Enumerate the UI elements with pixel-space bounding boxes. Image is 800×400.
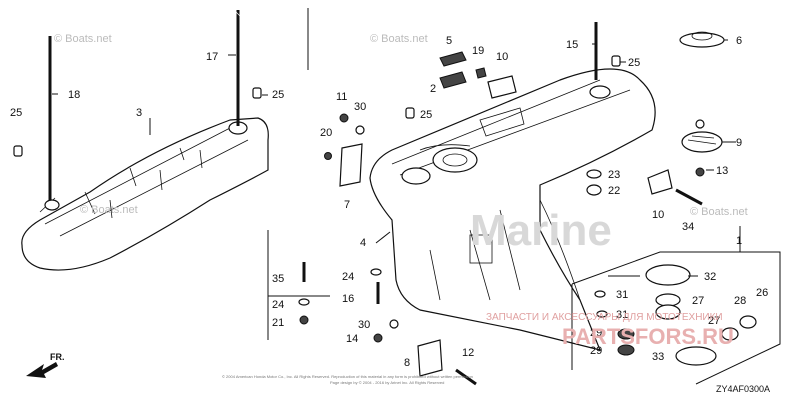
- part-19-nut: [475, 67, 487, 79]
- part-30-washer: [389, 319, 399, 329]
- callout-15: 15: [566, 39, 578, 51]
- part-9-cover: [681, 119, 723, 153]
- callout-27: 27: [708, 315, 720, 327]
- callout-25: 25: [420, 109, 432, 121]
- part-25-dowel-top: [252, 87, 262, 99]
- callout-25: 25: [10, 107, 22, 119]
- part-2-anode: [439, 71, 467, 89]
- callout-25: 25: [628, 57, 640, 69]
- part-3-extension-case: [21, 117, 269, 271]
- part-25-dowel-left: [13, 145, 23, 157]
- callout-14: 14: [346, 333, 358, 345]
- callout-19: 19: [472, 45, 484, 57]
- callout-20: 20: [320, 127, 332, 139]
- callout-9: 9: [736, 137, 742, 149]
- callout-21: 21: [272, 317, 284, 329]
- callout-33: 33: [652, 351, 664, 363]
- leader-lines: [52, 39, 741, 277]
- callout-27: 27: [692, 295, 704, 307]
- copyright-line-2: Page design by © 2004 - 2016 by Arinet I…: [330, 380, 444, 385]
- callout-26: 26: [756, 287, 768, 299]
- callout-29: 29: [590, 327, 602, 339]
- part-21-nut: [299, 315, 309, 325]
- part-24-legend-washer: [298, 298, 310, 306]
- part-14-bolt: [373, 333, 383, 343]
- callout-10: 10: [652, 209, 664, 221]
- part-13-bolt: [695, 167, 705, 177]
- callout-23: 23: [608, 169, 620, 181]
- part-11-bolt: [339, 113, 349, 123]
- callout-3: 3: [136, 107, 142, 119]
- part-10-plate: [487, 75, 517, 99]
- watermark-boats-right: © Boats.net: [690, 206, 748, 218]
- front-arrow: FR.: [26, 352, 65, 378]
- part-8-grommet: [417, 339, 443, 377]
- callout-2: 2: [430, 83, 436, 95]
- part-10-lower-plate: [647, 169, 673, 195]
- callout-29: 29: [590, 345, 602, 357]
- part-7-grommet: [339, 143, 363, 187]
- callout-12: 12: [462, 347, 474, 359]
- callout-13: 13: [716, 165, 728, 177]
- callout-7: 7: [344, 199, 350, 211]
- callout-24: 24: [342, 271, 354, 283]
- callout-8: 8: [404, 357, 410, 369]
- part-4-gear-case: [369, 68, 656, 351]
- copyright-line-1: © 2004 American Honda Motor Co., Inc. Al…: [222, 374, 473, 379]
- callout-34: 34: [682, 221, 694, 233]
- callout-30: 30: [358, 319, 370, 331]
- part-20-nut: [324, 152, 332, 160]
- part-24-washer: [370, 268, 382, 276]
- callout-30: 30: [354, 101, 366, 113]
- watermark-marine: Marine: [470, 206, 612, 255]
- front-label: FR.: [50, 352, 65, 362]
- part-34-bolt: [675, 188, 703, 206]
- part-25-dowel-right: [611, 55, 621, 67]
- callout-10: 10: [496, 51, 508, 63]
- callout-6: 6: [736, 35, 742, 47]
- watermark-ru-site: PARTSFORS.RU: [562, 324, 734, 349]
- callout-22: 22: [608, 185, 620, 197]
- part-30-washer-top: [355, 125, 365, 135]
- part-5-anode: [439, 51, 467, 67]
- callout-24: 24: [272, 299, 284, 311]
- watermark-boats-left: © Boats.net: [54, 33, 112, 45]
- callout-1: 1: [736, 235, 742, 247]
- callout-16: 16: [342, 293, 354, 305]
- part-12-bolt: [455, 368, 477, 386]
- diagram-code: ZY4AF0300A: [716, 384, 770, 394]
- callout-28: 28: [734, 295, 746, 307]
- callout-25: 25: [272, 89, 284, 101]
- part-17-stud: [235, 10, 241, 126]
- callout-31: 31: [616, 309, 628, 321]
- callout-4: 4: [360, 237, 366, 249]
- callout-17: 17: [206, 51, 218, 63]
- watermark-boats-mid: © Boats.net: [370, 33, 428, 45]
- watermark-boats-bottom: © Boats.net: [80, 204, 138, 216]
- callout-18: 18: [68, 89, 80, 101]
- part-23-seal: [586, 169, 602, 179]
- part-1-seal-kit-box: [571, 251, 781, 385]
- part-22-seal: [586, 184, 602, 196]
- callout-11: 11: [336, 91, 347, 103]
- callout-31: 31: [616, 289, 628, 301]
- watermark-ru-line: ЗАПЧАСТИ И АКСЕССУАРЫ ДЛЯ МОТОТЕХНИКИ: [486, 312, 723, 323]
- part-25-dowel-mid: [405, 107, 415, 119]
- callout-5: 5: [446, 35, 452, 47]
- callout-32: 32: [704, 271, 716, 283]
- callout-35: 35: [272, 273, 284, 285]
